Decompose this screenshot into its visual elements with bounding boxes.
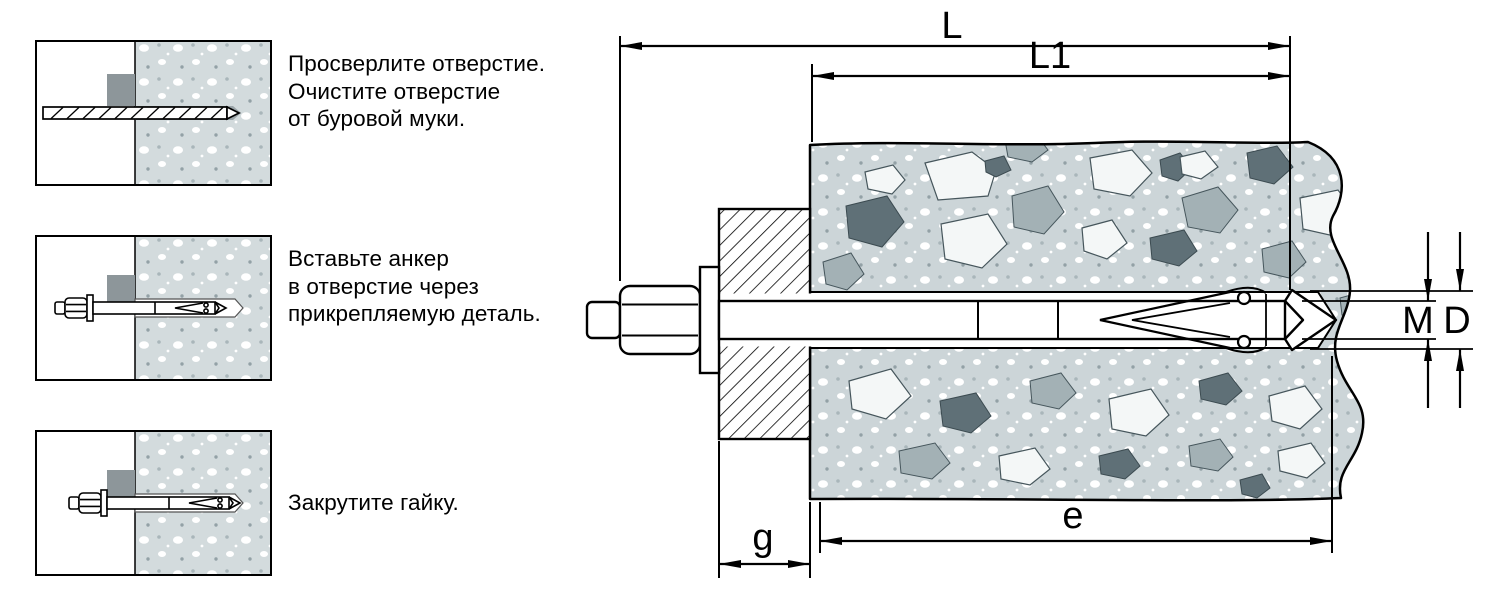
thread-stub <box>585 300 622 340</box>
dim-g: g <box>719 517 810 568</box>
step-2-line-2: в отверстие через <box>288 273 479 299</box>
dimension-annotations: L L1 g e M <box>619 5 1473 578</box>
step-1-text: Просверлите отверстие. Очистите отверсти… <box>288 50 545 133</box>
dim-L1: L1 <box>812 35 1290 80</box>
step-2-line-1: Вставьте анкер <box>288 246 450 271</box>
aggregate-stones <box>822 141 1364 499</box>
step-3-figure-tighten-nut <box>35 430 272 576</box>
dim-D-label: D <box>1443 300 1470 342</box>
washer <box>698 265 721 375</box>
step-3-text: Закрутите гайку. <box>288 489 459 517</box>
instruction-step-2: Вставьте анкер в отверстие через прикреп… <box>35 235 541 381</box>
step-2-line-3: прикрепляемую деталь. <box>288 301 541 327</box>
dim-e: e <box>820 495 1332 545</box>
step-1-line-2: Очистите отверстие <box>288 78 501 104</box>
anchor-bolt <box>585 265 1338 375</box>
step-2-figure-insert-anchor <box>35 235 272 381</box>
step-1-line-3: от буровой муки. <box>288 106 466 132</box>
dim-D: D <box>1310 232 1473 408</box>
step-1-line-1: Просверлите отверстие. <box>288 51 546 76</box>
anchor-shaft <box>717 299 1287 341</box>
dim-e-label: e <box>1062 495 1083 537</box>
expansion-clip <box>1099 286 1267 354</box>
cone-tip <box>1283 288 1338 352</box>
dim-L-label: L <box>941 5 962 47</box>
dim-M: M <box>1302 232 1436 408</box>
step-1-figure-drilling <box>35 40 272 186</box>
step-2-text: Вставьте анкер в отверстие через прикреп… <box>288 245 541 328</box>
dim-L1-label: L1 <box>1029 35 1071 77</box>
fixture-part-small <box>107 74 135 106</box>
step-3-line-1: Закрутите гайку. <box>288 490 459 516</box>
drill-bit <box>42 105 241 121</box>
dim-L: L <box>620 5 1290 50</box>
dim-g-label: g <box>752 517 773 559</box>
dim-M-label: M <box>1402 300 1434 342</box>
instruction-step-1: Просверлите отверстие. Очистите отверсти… <box>35 40 545 186</box>
hex-nut <box>618 284 702 356</box>
instruction-step-3: Закрутите гайку. <box>35 430 459 576</box>
